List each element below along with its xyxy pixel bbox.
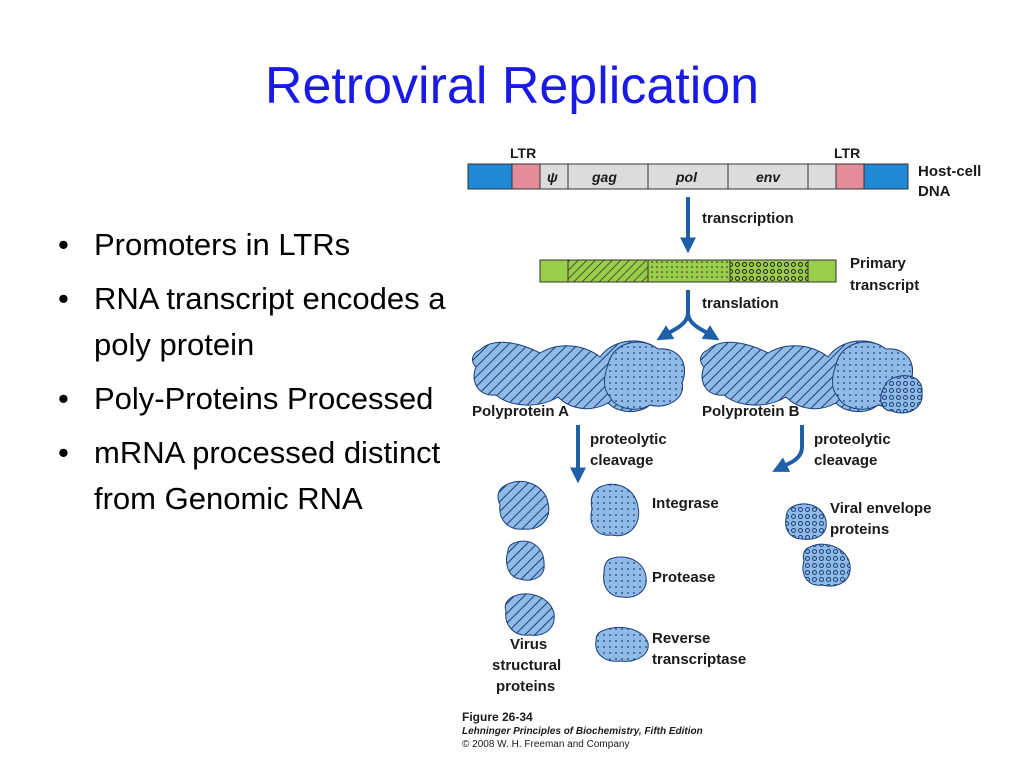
psi-label: ψ — [547, 169, 558, 185]
bullet-dot: • — [58, 281, 69, 316]
bullet-item: • RNA transcript encodes a poly protein — [58, 276, 448, 368]
reverse-transcriptase-label-1: Reverse — [652, 630, 710, 647]
bullet-dot: • — [58, 381, 69, 416]
host-dna-label-1: Host-cell — [918, 163, 981, 180]
primary-transcript-label-2: transcript — [850, 277, 919, 294]
transcription-label: transcription — [702, 210, 794, 227]
virus-structural-label-3: proteins — [496, 678, 555, 695]
figure-caption-book: Lehninger Principles of Biochemistry, Fi… — [462, 726, 703, 737]
envelope-label-2: proteins — [830, 521, 889, 538]
cleavage-a-label-2: cleavage — [590, 452, 653, 469]
bullet-item: • mRNA processed distinct from Genomic RN… — [58, 430, 448, 522]
env-label: env — [756, 169, 781, 185]
pol-label: pol — [675, 169, 698, 185]
bullet-dot: • — [58, 227, 69, 262]
slide-title: Retroviral Replication — [264, 57, 760, 115]
primary-transcript-label-1: Primary — [850, 255, 907, 272]
bullet-dot: • — [58, 435, 69, 470]
polyprotein-a-label: Polyprotein A — [472, 403, 569, 420]
bullet-text: mRNA processed distinct from Genomic RNA — [94, 435, 441, 516]
bullet-text: Poly-Proteins Processed — [94, 381, 434, 416]
bullet-text: RNA transcript encodes a poly protein — [94, 281, 446, 362]
polyprotein-b-shape — [700, 340, 923, 414]
primary-transcript-bar — [539, 259, 837, 283]
ltr-right-label: LTR — [834, 145, 860, 161]
cleavage-a-label-1: proteolytic — [590, 431, 667, 448]
ltr-left-label: LTR — [510, 145, 536, 161]
integrase-shape — [590, 483, 640, 537]
reverse-transcriptase-shape — [595, 627, 649, 662]
gag-label: gag — [591, 169, 617, 185]
polyprotein-b-label: Polyprotein B — [702, 403, 800, 420]
figure-caption-number: Figure 26-34 — [462, 710, 533, 724]
bullet-item: • Promoters in LTRs — [58, 222, 448, 268]
translation-label: translation — [702, 295, 779, 312]
bullet-text: Promoters in LTRs — [94, 227, 351, 262]
host-dna-bar: LTR LTR ψ gag pol env — [467, 145, 909, 190]
protease-shape — [603, 556, 647, 598]
virus-structural-label-1: Virus — [510, 636, 547, 653]
integrase-label: Integrase — [652, 495, 719, 512]
cleavage-b-arrow — [772, 425, 804, 472]
protease-label: Protease — [652, 569, 715, 586]
structural-protein-shapes — [497, 480, 555, 636]
retrovirus-figure: LTR LTR ψ gag pol env Host-cell DNA tran… — [462, 145, 981, 750]
polyprotein-a-shape — [472, 340, 685, 412]
cleavage-b-label-2: cleavage — [814, 452, 877, 469]
host-dna-label-2: DNA — [918, 183, 951, 200]
cleavage-b-label-1: proteolytic — [814, 431, 891, 448]
bullet-item: • Poly-Proteins Processed — [58, 376, 448, 422]
bullet-list: • Promoters in LTRs • RNA transcript encod… — [58, 222, 448, 530]
envelope-label-1: Viral envelope — [830, 500, 931, 517]
envelope-protein-shapes — [785, 503, 851, 587]
virus-structural-label-2: structural — [492, 657, 561, 674]
figure-caption-copyright: © 2008 W. H. Freeman and Company — [462, 739, 629, 750]
reverse-transcriptase-label-2: transcriptase — [652, 651, 746, 668]
translation-arrow — [656, 290, 720, 341]
